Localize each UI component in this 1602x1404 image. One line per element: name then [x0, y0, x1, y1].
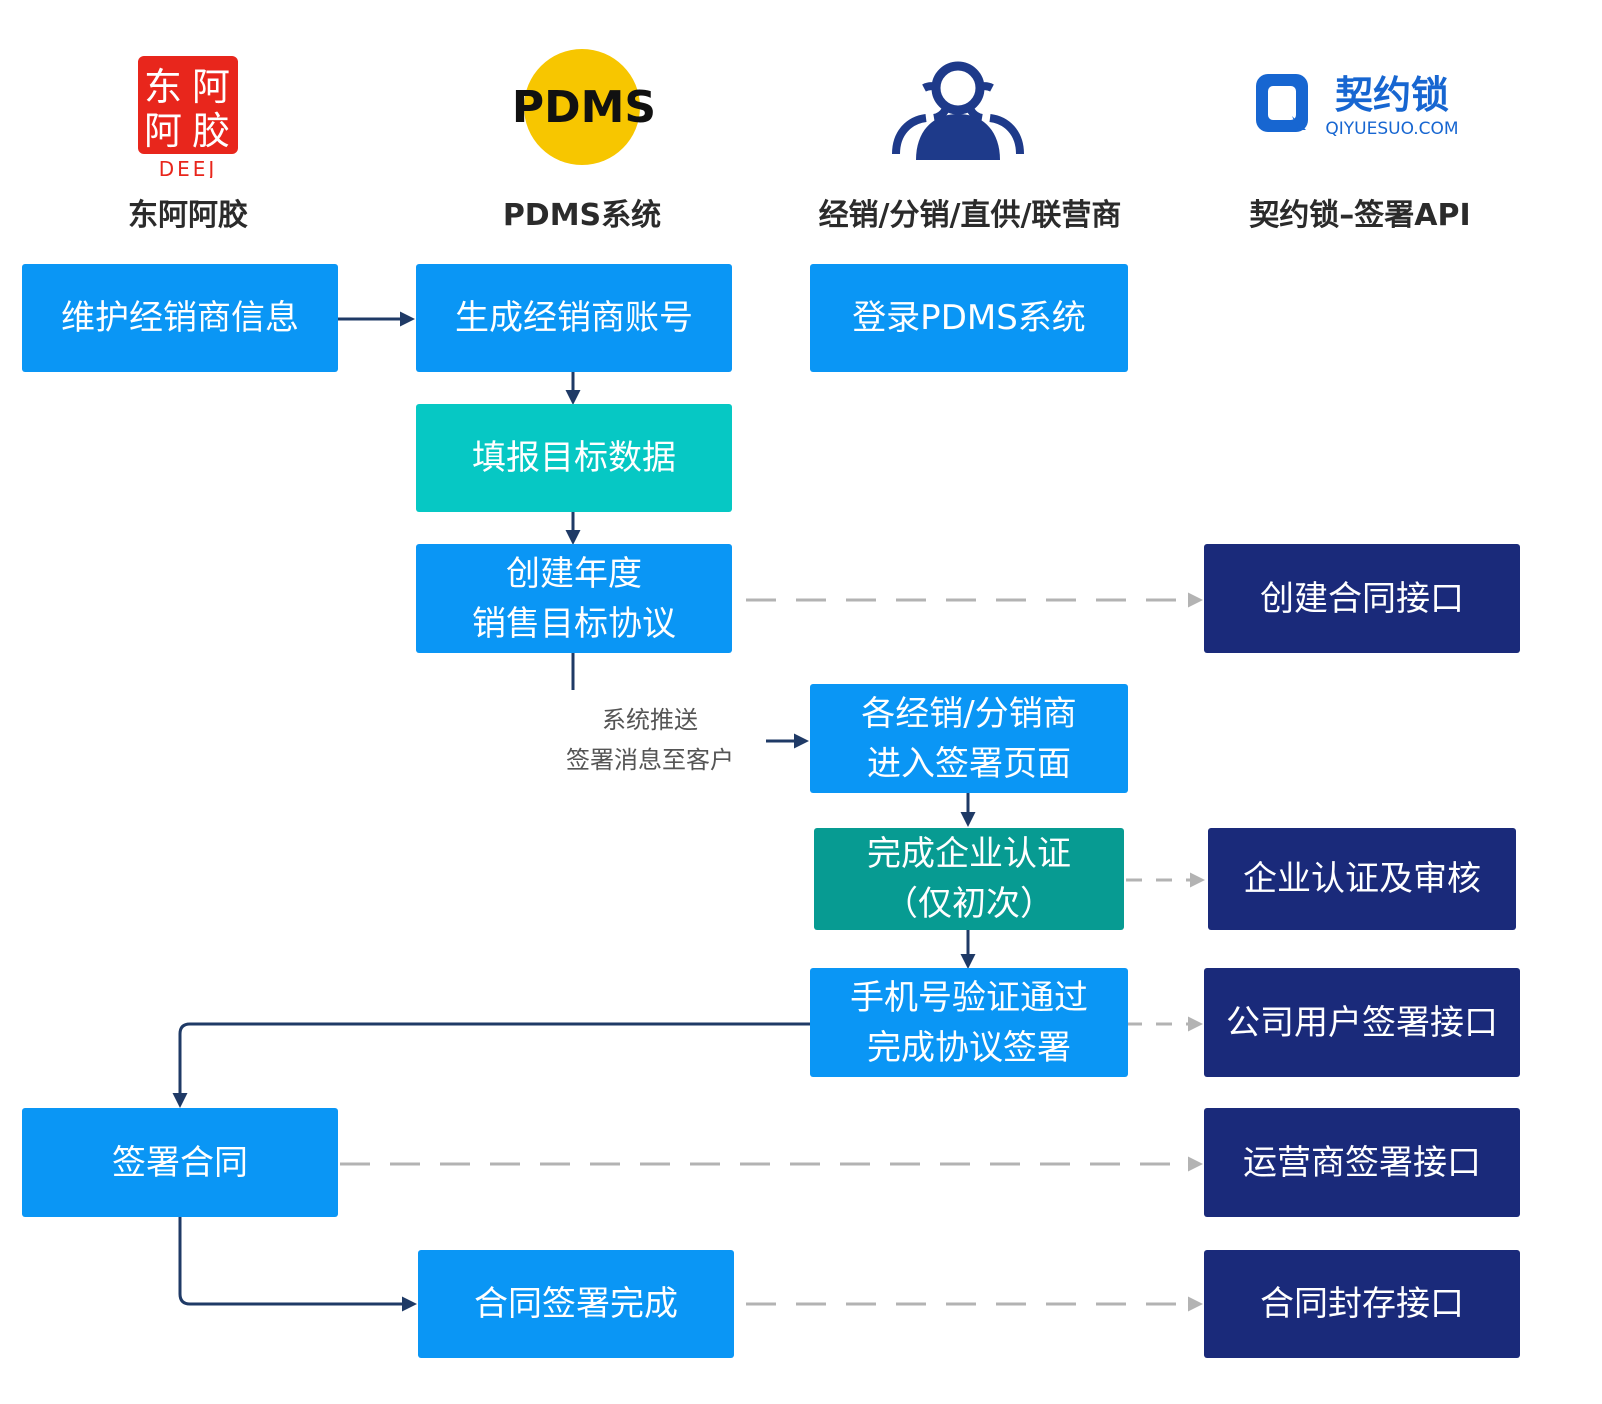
seal-deej-text: DEEJ [159, 157, 218, 178]
step-phone-verify-sign: 手机号验证通过 完成协议签署 [810, 968, 1128, 1077]
step-maintain-distributor-info: 维护经销商信息 [22, 264, 338, 372]
header-distributors: 经销/分销/直供/联营商 [818, 198, 1122, 233]
step-login-pdms: 登录PDMS系统 [810, 264, 1128, 372]
seal-char-1: 东 [144, 65, 182, 109]
step-contract-signing-complete: 合同签署完成 [418, 1250, 734, 1358]
pdms-circle-logo: PDMS [512, 48, 662, 166]
api-operator-sign: 运营商签署接口 [1204, 1108, 1520, 1217]
people-group-icon [890, 58, 1026, 162]
header-pdms-system: PDMS系统 [502, 198, 662, 233]
api-enterprise-review: 企业认证及审核 [1208, 828, 1516, 930]
step-sign-contract: 签署合同 [22, 1108, 338, 1217]
pdms-logo-text: PDMS [512, 82, 656, 133]
dong-e-e-jiao-seal-logo: 东 阿 阿 胶 DEEJ [136, 54, 240, 181]
seal-char-2: 阿 [192, 65, 230, 109]
step-fill-target-data: 填报目标数据 [416, 404, 732, 512]
step-enter-sign-page: 各经销/分销商 进入签署页面 [810, 684, 1128, 793]
api-create-contract: 创建合同接口 [1204, 544, 1520, 653]
step-generate-distributor-account: 生成经销商账号 [416, 264, 732, 372]
api-company-user-sign: 公司用户签署接口 [1204, 968, 1520, 1077]
arrow-sign-contract-to-done [178, 1217, 417, 1312]
step-enterprise-certification: 完成企业认证 （仅初次） [814, 828, 1124, 930]
qiyuesuo-logo: 契约锁 QIYUESUO.COM [1252, 66, 1472, 142]
header-dong-e-e-jiao: 东阿阿胶 [128, 198, 248, 233]
qiyuesuo-logo-subtext: QIYUESUO.COM [1325, 119, 1458, 139]
api-contract-archive: 合同封存接口 [1204, 1250, 1520, 1358]
qiyuesuo-logo-text: 契约锁 [1335, 73, 1449, 117]
note-system-push-message: 系统推送 签署消息至客户 [566, 706, 734, 774]
arrow-phone-to-sign-contract [172, 1022, 810, 1108]
seal-char-4: 胶 [192, 109, 230, 153]
step-create-annual-agreement: 创建年度 销售目标协议 [416, 544, 732, 653]
header-qiyuesuo-api: 契约锁–签署API [1249, 198, 1471, 233]
seal-char-3: 阿 [144, 109, 182, 153]
